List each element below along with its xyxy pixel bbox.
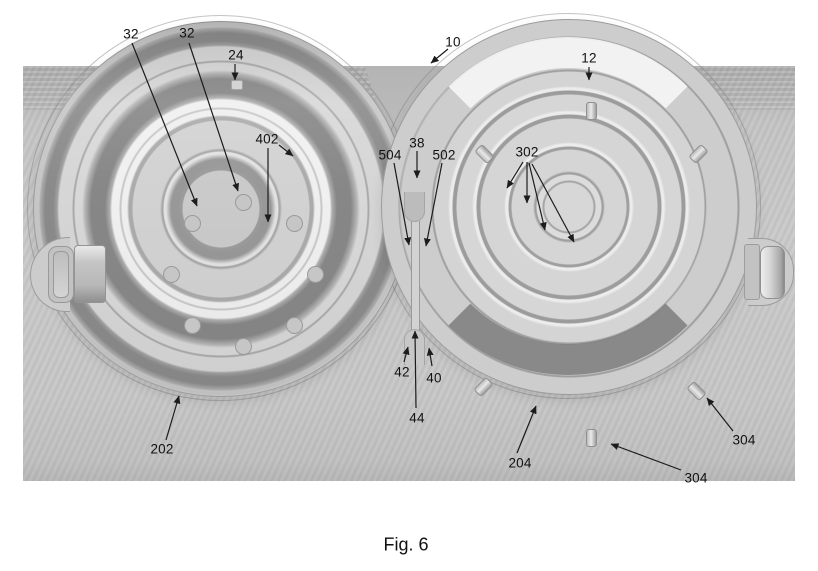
right-latch-tab — [760, 246, 785, 299]
ref-label-32-left: 32 — [123, 26, 139, 42]
lid-lighting-overlay — [33, 21, 407, 395]
ref-label-302: 302 — [515, 144, 539, 160]
hinge-notch-top — [404, 192, 425, 222]
lid-vent-hole — [235, 338, 252, 355]
ref-label-12: 12 — [581, 50, 597, 66]
ref-label-304-right: 304 — [732, 432, 756, 448]
lid-vent-hole — [163, 266, 180, 283]
ref-label-38: 38 — [409, 135, 425, 151]
ref-label-304-bottom: 304 — [684, 470, 708, 486]
lid-vent-hole — [286, 215, 303, 232]
hinge-strip — [411, 221, 420, 332]
lid-vent-hole — [307, 266, 324, 283]
hinge-line-left — [411, 221, 412, 332]
hinge-notch-bottom — [404, 329, 425, 365]
ref-label-502: 502 — [432, 147, 456, 163]
ref-label-40: 40 — [426, 370, 442, 386]
figure-caption: Fig. 6 — [383, 534, 429, 555]
ref-label-10: 10 — [445, 34, 461, 50]
ref-label-32-right: 32 — [179, 25, 195, 41]
ref-label-204: 204 — [508, 455, 532, 471]
ref-label-24: 24 — [228, 47, 244, 63]
base-rim-notch — [586, 102, 597, 120]
ref-label-202: 202 — [150, 441, 174, 457]
lid-vent-hole — [286, 317, 303, 334]
base-rim-notch — [586, 429, 597, 447]
right-latch-step — [744, 244, 760, 300]
ref-label-504: 504 — [378, 147, 402, 163]
lid-vent-hole — [184, 317, 201, 334]
ref-label-402: 402 — [255, 131, 279, 147]
lid-rim-tab — [231, 80, 243, 90]
left-latch-tab — [74, 245, 106, 303]
base-rim-shading — [399, 37, 737, 375]
ref-label-42: 42 — [394, 364, 410, 380]
hinge-line-right — [419, 221, 420, 332]
ref-label-44: 44 — [409, 410, 425, 426]
lid-vent-hole — [235, 194, 252, 211]
left-latch-slot-inner — [53, 251, 69, 298]
lid-vent-hole — [184, 215, 201, 232]
